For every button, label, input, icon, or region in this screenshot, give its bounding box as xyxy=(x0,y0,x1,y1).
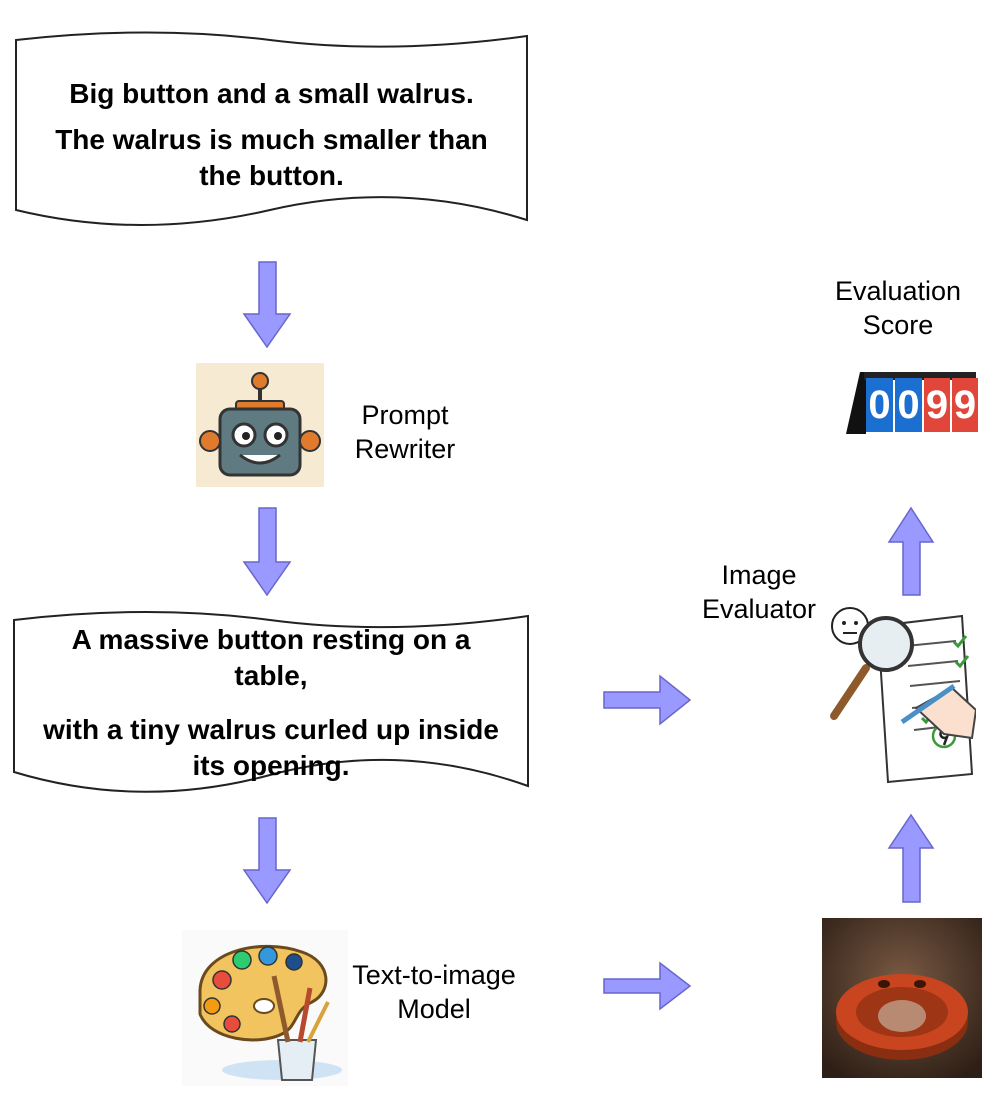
score-digit-1: 0 xyxy=(866,378,893,432)
prompt-rewriter-line-2: Rewriter xyxy=(354,434,456,464)
score-digit-4: 9 xyxy=(952,378,978,432)
text-to-image-line-1: Text-to-image xyxy=(352,960,516,990)
document-shape xyxy=(15,31,528,226)
image-evaluator-line-2: Evaluator xyxy=(701,594,817,624)
arrow-down-1 xyxy=(242,261,292,349)
evaluation-score-label: Evaluation Score xyxy=(818,274,978,342)
input-prompt-document: Big button and a small walrus. The walru… xyxy=(0,0,996,250)
evaluator-checklist-icon xyxy=(826,598,976,784)
rewritten-prompt-line-3: with a tiny walrus curled up inside xyxy=(43,714,499,745)
evaluation-score-line-2: Score xyxy=(862,310,934,340)
arrow-down-2 xyxy=(242,507,292,597)
arrow-up-1 xyxy=(887,506,935,596)
arrow-up-2 xyxy=(887,813,935,903)
generated-image xyxy=(822,918,982,1078)
input-prompt-line-2: The walrus is much smaller than xyxy=(55,124,488,155)
arrow-right-1 xyxy=(603,674,692,726)
robot-icon xyxy=(196,363,324,487)
rewritten-prompt-line-2: table, xyxy=(234,660,308,691)
input-prompt-line-1: Big button and a small walrus. xyxy=(69,78,474,109)
input-prompt-line-3: the button. xyxy=(199,160,344,191)
rewritten-prompt-document: A massive button resting on a table, wit… xyxy=(0,590,996,810)
prompt-rewriter-line-1: Prompt xyxy=(361,400,449,430)
paint-palette-icon xyxy=(182,930,348,1086)
arrow-right-2 xyxy=(603,961,692,1011)
document-shape xyxy=(13,611,529,793)
score-digit-3: 9 xyxy=(924,378,950,432)
scoreboard: 0 0 9 9 xyxy=(846,368,978,434)
prompt-rewriter-label: Prompt Rewriter xyxy=(340,398,470,466)
text-to-image-label: Text-to-image Model xyxy=(336,958,532,1026)
evaluation-score-line-1: Evaluation xyxy=(834,276,962,306)
image-evaluator-label: Image Evaluator xyxy=(694,558,824,626)
score-digit-2: 0 xyxy=(895,378,922,432)
rewritten-prompt-line-4: its opening. xyxy=(192,750,350,781)
arrow-down-3 xyxy=(242,817,292,905)
image-evaluator-line-1: Image xyxy=(721,560,797,590)
rewritten-prompt-line-1: A massive button resting on a xyxy=(71,624,471,655)
text-to-image-line-2: Model xyxy=(397,994,471,1024)
